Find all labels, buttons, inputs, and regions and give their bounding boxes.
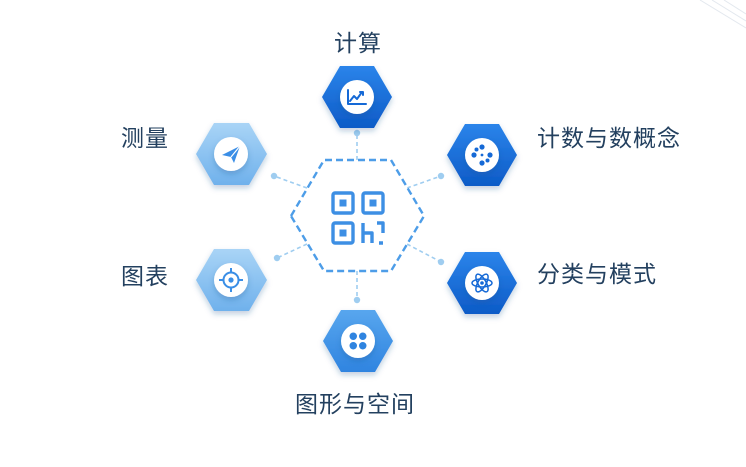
four-petal-icon — [349, 332, 367, 350]
label-top-left: 测量 — [121, 126, 169, 152]
connector-tr — [406, 175, 442, 189]
paper-plane-icon — [222, 145, 241, 163]
label-top: 计算 — [334, 31, 382, 57]
target-icon — [219, 268, 243, 292]
center-hexagon — [289, 158, 426, 273]
node-bl — [196, 249, 267, 311]
label-top-right: 计数与数概念 — [537, 126, 681, 152]
connector-lines — [273, 133, 442, 300]
corner-decoration — [699, 0, 746, 29]
label-bottom: 图形与空间 — [295, 392, 415, 418]
atom-icon — [471, 273, 493, 293]
connector-dots — [270, 129, 445, 304]
node-br — [447, 252, 517, 314]
label-bottom-right: 分类与模式 — [537, 262, 657, 288]
node-tr — [447, 124, 517, 186]
node-top — [322, 66, 392, 128]
qr-code-icon — [331, 191, 385, 245]
connector-br — [406, 243, 442, 263]
node-tl — [196, 123, 267, 185]
node-bottom — [323, 310, 393, 372]
connector-bl — [276, 243, 308, 259]
connector-tl — [273, 175, 308, 189]
film-reel-icon — [471, 144, 493, 166]
line-chart-icon — [347, 89, 367, 105]
label-bottom-left: 图表 — [121, 264, 169, 290]
